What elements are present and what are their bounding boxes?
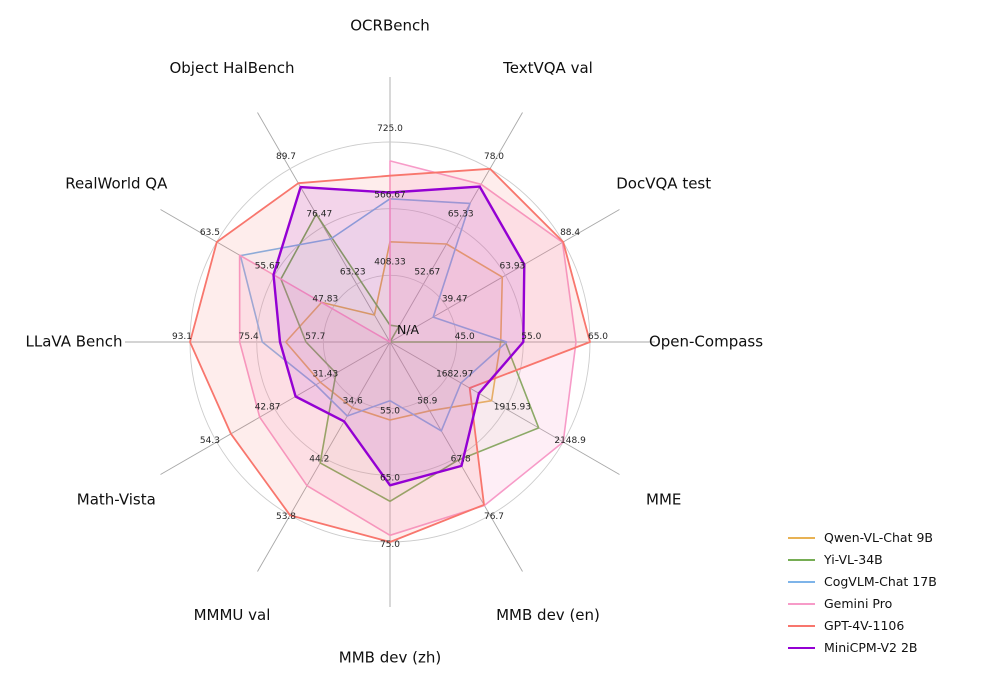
axis-label-llava-bench: LLaVA Bench [25, 333, 122, 351]
axis-label-open-compass: Open-Compass [649, 333, 763, 351]
tick-label-llava-bench-2: 57.7 [305, 332, 325, 342]
legend-line-swatch [788, 536, 815, 539]
tick-label-open-compass-0: 65.0 [588, 332, 608, 342]
series-area-minicpm-v2-2b [273, 186, 525, 486]
axis-spoke-mmmu-val [257, 341, 391, 572]
tick-label-mmmu-val-1: 44.2 [309, 454, 329, 464]
tick-label-mmmu-val-0: 53.8 [276, 512, 296, 522]
series-line-minicpm-v2-2b [272, 185, 526, 487]
legend-line-swatch [788, 602, 815, 605]
tick-label-ocrbench-1: 566.67 [374, 191, 406, 201]
axis-label-ocrbench: OCRBench [350, 17, 429, 35]
tick-label-mmb-dev-en-0: 76.7 [484, 512, 504, 522]
legend-line-swatch [788, 624, 815, 627]
axis-label-realworld-qa: RealWorld QA [65, 175, 168, 193]
series-area-qwen-vl-chat-9b [285, 241, 503, 420]
tick-label-docvqa-test-0: 88.4 [560, 228, 580, 238]
tick-label-object-halbench-1: 76.47 [306, 210, 332, 220]
axis-label-mmmu-val: MMMU val [194, 606, 271, 624]
chart-legend: Qwen-VL-Chat 9B Yi-VL-34B CogVLM-Chat 17B G… [788, 530, 937, 655]
tick-label-mmb-dev-en-2: 58.9 [417, 397, 437, 407]
tick-label-mmb-dev-zh-1: 65.0 [380, 473, 400, 483]
legend-line-swatch [788, 580, 815, 583]
tick-label-llava-bench-1: 75.4 [239, 332, 259, 342]
tick-label-mmb-dev-zh-0: 75.0 [380, 540, 400, 550]
legend-label: MiniCPM-V2 2B [824, 640, 918, 655]
tick-label-mme-0: 2148.9 [554, 436, 586, 446]
axis-spoke-docvqa-test [389, 209, 620, 343]
tick-label-mmb-dev-en-1: 67.8 [451, 454, 471, 464]
tick-label-mmb-dev-zh-2: 55.0 [380, 407, 400, 417]
axis-spoke-mme [389, 341, 620, 475]
tick-label-llava-bench-0: 93.1 [172, 332, 192, 342]
tick-label-object-halbench-2: 63.23 [340, 267, 366, 277]
legend-label: CogVLM-Chat 17B [824, 574, 937, 589]
axis-label-object-halbench: Object HalBench [169, 59, 294, 77]
tick-label-docvqa-test-2: 39.47 [442, 295, 468, 305]
tick-label-mme-2: 1682.97 [436, 369, 473, 379]
tick-label-ocrbench-2: 408.33 [374, 257, 406, 267]
legend-line-swatch [788, 646, 815, 649]
tick-label-realworld-qa-1: 55.67 [255, 261, 281, 271]
axis-label-mmb-dev-zh: MMB dev (zh) [339, 649, 441, 667]
tick-label-open-compass-1: 55.0 [521, 332, 541, 342]
legend-label: GPT-4V-1106 [824, 618, 905, 633]
legend-item-qwen-vl-chat-9b: Qwen-VL-Chat 9B [788, 530, 937, 545]
legend-item-cogvlm-chat-17b: CogVLM-Chat 17B [788, 574, 937, 589]
legend-item-minicpm-v2-2b: MiniCPM-V2 2B [788, 640, 937, 655]
tick-label-math-vista-0: 54.3 [200, 436, 220, 446]
axis-label-math-vista: Math-Vista [77, 491, 156, 509]
tick-label-mmmu-val-2: 34.6 [343, 397, 363, 407]
legend-item-yi-vl-34b: Yi-VL-34B [788, 552, 937, 567]
series-area-cogvlm-chat-17b [240, 198, 507, 431]
axis-spoke-textvqa-val [389, 112, 523, 343]
axis-label-mmb-dev-en: MMB dev (en) [496, 606, 600, 624]
series-line-gpt-4v-1106 [189, 167, 591, 543]
legend-item-gemini-pro: Gemini Pro [788, 596, 937, 611]
legend-label: Gemini Pro [824, 596, 893, 611]
tick-label-mme-1: 1915.93 [494, 403, 531, 413]
tick-label-math-vista-2: 31.43 [312, 369, 338, 379]
axis-label-docvqa-test: DocVQA test [616, 175, 711, 193]
series-area-gpt-4v-1106 [190, 168, 590, 543]
tick-label-textvqa-val-1: 65.33 [448, 210, 474, 220]
tick-label-math-vista-1: 42.87 [255, 403, 281, 413]
axis-spoke-math-vista [160, 341, 391, 475]
legend-label: Yi-VL-34B [824, 552, 883, 567]
tick-label-object-halbench-0: 89.7 [276, 152, 296, 162]
tick-label-textvqa-val-0: 78.0 [484, 152, 504, 162]
tick-label-textvqa-val-2: 52.67 [414, 267, 440, 277]
legend-item-gpt-4v-1106: GPT-4V-1106 [788, 618, 937, 633]
tick-label-open-compass-2: 45.0 [455, 332, 475, 342]
series-area-gemini-pro [239, 160, 576, 536]
center-na-label: N/A [397, 322, 420, 337]
tick-label-ocrbench-0: 725.0 [377, 124, 403, 134]
tick-label-docvqa-test-1: 63.93 [500, 261, 526, 271]
legend-line-swatch [788, 558, 815, 561]
legend-label: Qwen-VL-Chat 9B [824, 530, 933, 545]
axis-spoke-object-halbench [257, 112, 391, 343]
tick-label-realworld-qa-0: 63.5 [200, 228, 220, 238]
axis-label-textvqa-val: TextVQA val [502, 59, 593, 77]
tick-label-realworld-qa-2: 47.83 [312, 295, 338, 305]
axis-label-mme: MME [646, 491, 681, 509]
axis-spoke-mmb-dev-en [389, 341, 523, 572]
